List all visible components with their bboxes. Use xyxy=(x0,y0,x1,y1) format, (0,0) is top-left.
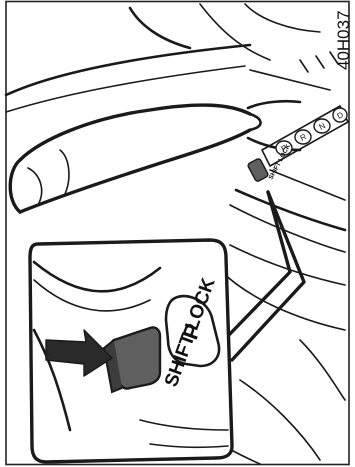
gear-position-n: N xyxy=(314,119,330,133)
callout-panel: P SHIFT LOCK xyxy=(30,240,232,462)
gear-position-d: D xyxy=(333,108,347,122)
gear-position-r: R xyxy=(295,130,311,144)
figure-code: 40H037 xyxy=(334,10,353,70)
